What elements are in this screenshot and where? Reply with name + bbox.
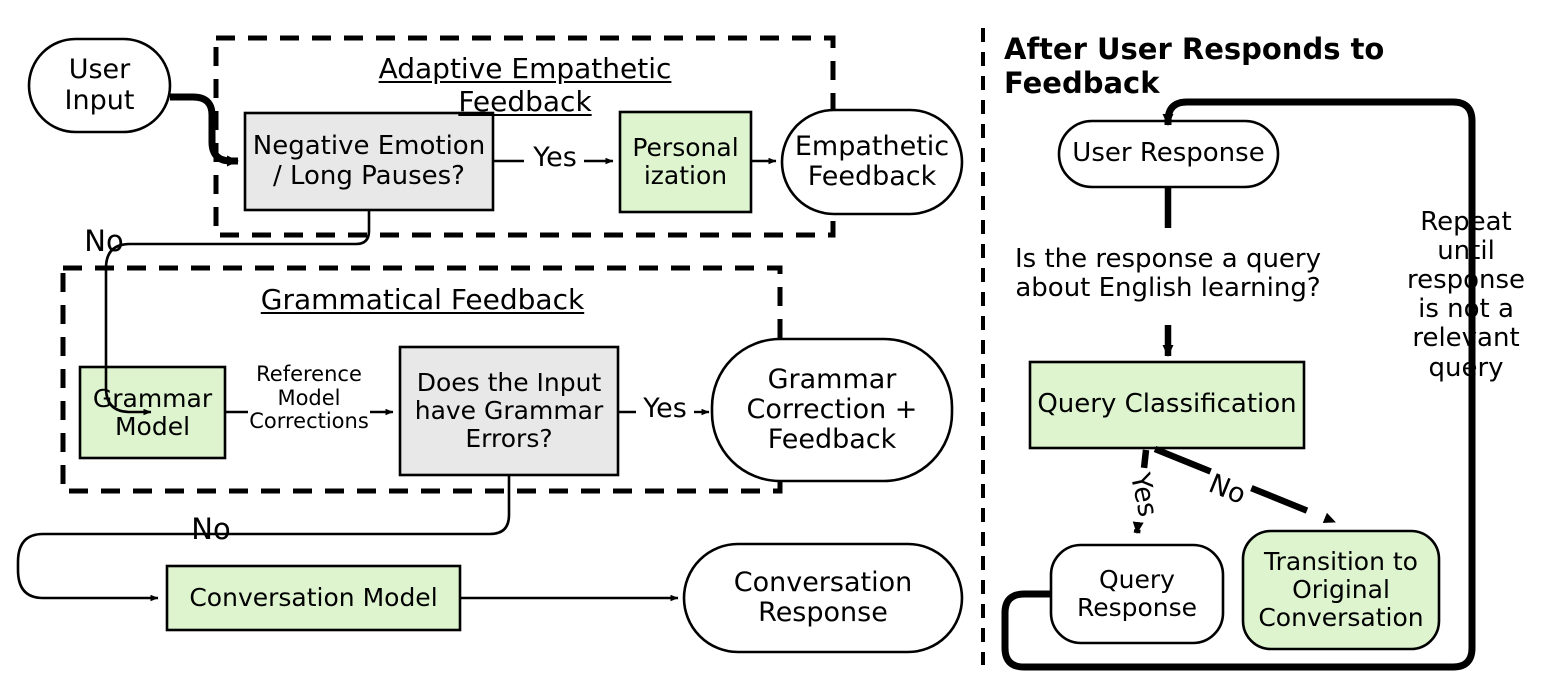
right-panel-title: After User Responds to Feedback	[1004, 32, 1385, 100]
label-query-question: Is the response a query about English le…	[1014, 244, 1322, 304]
node-personalization	[618, 110, 753, 214]
node-query-response	[1049, 543, 1225, 645]
edge-repeat-loop	[1001, 98, 1476, 671]
edge-label-yes-top: Yes	[533, 142, 577, 173]
node-user-input	[27, 37, 172, 134]
node-query-classification	[1028, 360, 1306, 450]
edge-label-reference-model-corrections: Reference Model Corrections	[249, 362, 369, 434]
node-conversation-model	[165, 564, 462, 632]
edge-negative-emotion-no-to-grammar-model	[104, 210, 371, 416]
node-empathetic-feedback	[780, 108, 964, 216]
edge-label-no-top: No	[84, 224, 124, 258]
node-transition-original-conversation	[1241, 529, 1441, 651]
edge-user-input-to-negative-emotion	[170, 93, 239, 167]
section-title-adaptive-empathetic: Adaptive Empathetic Feedback	[378, 52, 672, 118]
edge-query-classification-no-to-transition	[1153, 445, 1337, 526]
edge-grammar-errors-no-to-conversation-model	[16, 475, 511, 602]
node-grammar-correction	[710, 337, 954, 483]
edge-label-no-mid: No	[191, 512, 231, 546]
node-grammar-model	[78, 365, 227, 460]
label-repeat-until: Repeat until response is not a relevant …	[1406, 207, 1526, 383]
edge-label-yes-mid: Yes	[643, 393, 687, 424]
section-box-grammatical	[60, 265, 783, 494]
node-grammar-errors	[398, 345, 620, 477]
node-negative-emotion	[243, 111, 495, 212]
edge-query-classification-yes-to-query-response	[1132, 449, 1150, 534]
node-user-response	[1057, 119, 1280, 189]
section-title-grammatical: Grammatical Feedback	[260, 283, 585, 316]
node-conversation-response	[682, 542, 964, 654]
